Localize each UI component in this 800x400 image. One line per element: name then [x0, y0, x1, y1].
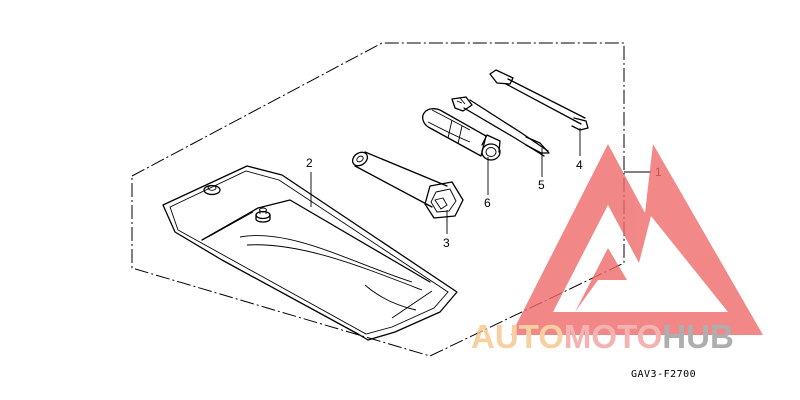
leader-lines: [310, 128, 651, 234]
screwdriver-bar: [489, 69, 589, 131]
callout-2: 2: [306, 156, 313, 170]
callout-3: 3: [443, 236, 450, 250]
watermark-triangle-inner: [575, 248, 627, 312]
callout-6: 6: [484, 196, 491, 210]
tool-case: [162, 165, 458, 341]
kit-outline: [131, 42, 625, 357]
callout-4: 4: [576, 158, 583, 172]
watermark-text: AUTOMOTOHUB: [471, 318, 734, 355]
callout-5: 5: [538, 178, 545, 192]
watermark-hub: HUB: [662, 318, 734, 355]
watermark-moto: MOTO: [564, 318, 662, 355]
screwdriver: [451, 96, 550, 157]
watermark-triangle-outer: [511, 144, 763, 335]
watermark-logo: AUTOMOTOHUB: [471, 144, 763, 355]
watermark-auto: AUTO: [471, 318, 564, 355]
box-wrench: [351, 151, 464, 219]
screwdriver-grip: [422, 108, 501, 161]
diagram-code: GAV3-F2700: [631, 369, 696, 380]
